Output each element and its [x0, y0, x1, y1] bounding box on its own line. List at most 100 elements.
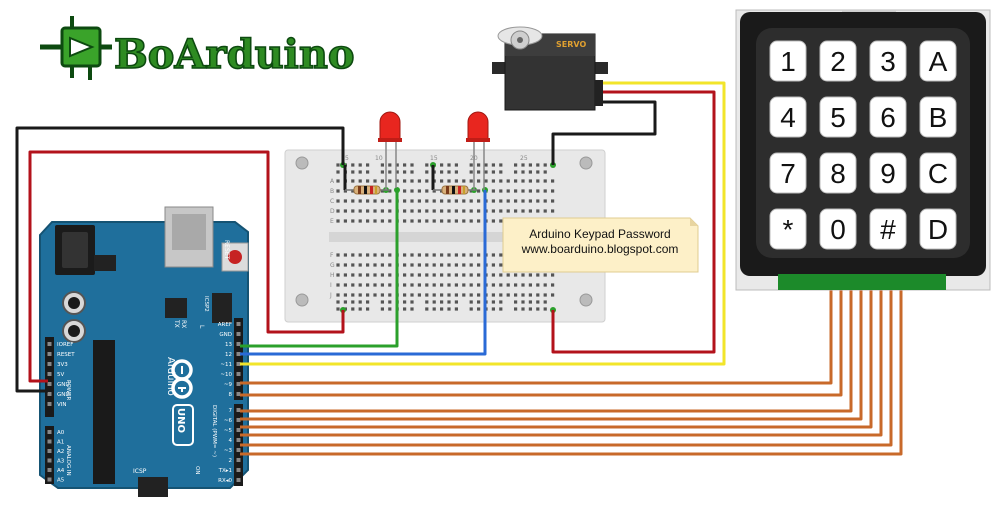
keypad-key[interactable]: D [919, 208, 957, 250]
reset-button-cap[interactable] [228, 250, 242, 264]
mount-hole [295, 293, 309, 307]
digital-pin-label: ~11 [220, 362, 232, 368]
keypad-key[interactable]: A [919, 40, 957, 82]
keypad-key-label: 8 [830, 158, 846, 189]
wire-keypad-orange [240, 284, 903, 456]
note-title: Arduino Keypad Password [529, 227, 670, 241]
digital-pin-label: 8 [229, 392, 233, 398]
analog-pin-label: A1 [57, 440, 64, 446]
digital-pin-label: 7 [229, 408, 233, 414]
bb-col-label: 5 [345, 155, 349, 162]
wire-keypad-orange [240, 284, 873, 429]
mount-hole [295, 156, 309, 170]
bb-col-label: 25 [520, 155, 528, 162]
rx-label: RX [180, 320, 187, 328]
power-pin-label: GND [57, 392, 70, 398]
power-pin-label: IOREF [57, 342, 73, 348]
keypad-key[interactable]: 6 [869, 96, 907, 138]
power-pin-label: VIN [57, 402, 67, 408]
power-pin-label: GND [57, 382, 70, 388]
bb-row-label: G [330, 262, 335, 269]
keypad-key[interactable]: 8 [819, 152, 857, 194]
keypad-key-label: # [880, 214, 896, 245]
keypad-key[interactable]: 0 [819, 208, 857, 250]
keypad-key-label: 6 [880, 102, 896, 133]
keypad-key[interactable]: 1 [769, 40, 807, 82]
keypad-key[interactable]: # [869, 208, 907, 250]
usb-chip [165, 298, 187, 318]
resistor-2 [433, 185, 477, 195]
keypad-key[interactable]: 9 [869, 152, 907, 194]
analog-pin-label: A5 [57, 478, 65, 484]
icsp2-label: ICSP2 [203, 296, 209, 312]
keypad-key[interactable]: 5 [819, 96, 857, 138]
keypad-key[interactable]: 3 [869, 40, 907, 82]
wire-servo-black [551, 100, 657, 165]
digital-pin-label: 2 [229, 458, 233, 464]
servo-label: SERVO [556, 40, 586, 49]
keypad-key-label: 7 [780, 158, 796, 189]
keypad-key-label: 2 [830, 46, 846, 77]
mount-hole [579, 156, 593, 170]
digital-pin-label: TX▸1 [218, 468, 232, 474]
wire-pin11-yellow [240, 81, 726, 366]
keypad-key[interactable]: 7 [769, 152, 807, 194]
arduino-uno-board: RESET ICSP2 Arduino UNO TX RX L ON ICSP … [39, 206, 249, 497]
bb-row-label: J [329, 292, 332, 299]
keypad-key-label: * [783, 214, 794, 245]
mount-hole [579, 293, 593, 307]
keypad-key-label: 4 [780, 102, 796, 133]
keypad-key[interactable]: C [919, 152, 957, 194]
icsp2-header [212, 293, 232, 323]
bb-row-label: B [330, 188, 334, 195]
wire-gnd-black [15, 126, 345, 393]
power-pin-label: 3V3 [57, 362, 68, 368]
bb-row-label: D [330, 208, 335, 215]
digital-pin-label: ~6 [224, 418, 233, 424]
wire-servo-red [551, 90, 716, 354]
digital-header-bottom [234, 404, 243, 486]
bb-row-label: E [330, 218, 334, 225]
keypad-key-label: 0 [830, 214, 846, 245]
keypad-key-label: 1 [780, 46, 796, 77]
keypad-wires [240, 284, 903, 456]
power-label: POWER [65, 380, 71, 401]
keypad-key[interactable]: B [919, 96, 957, 138]
wire-keypad-orange [240, 284, 883, 437]
keypad-key-label: C [928, 158, 948, 189]
keypad-key-label: 3 [880, 46, 896, 77]
atmega-chip [93, 340, 115, 484]
logo-text: BoArduino [114, 31, 355, 78]
wire-keypad-orange [240, 284, 853, 413]
analog-pin-label: A0 [57, 430, 65, 436]
digital-label: DIGITAL (PWM= ~) [211, 405, 217, 457]
led-red-2 [466, 111, 490, 190]
power-header [45, 337, 54, 417]
keypad-key[interactable]: 4 [769, 96, 807, 138]
digital-pin-label: ~5 [224, 428, 233, 434]
keypad-key[interactable]: 2 [819, 40, 857, 82]
icsp-header [138, 477, 168, 497]
bb-col-label: 10 [375, 155, 383, 162]
arduino-brand: Arduino [165, 357, 176, 396]
servo-motor: SERVO [492, 26, 608, 111]
digital-pin-label: RX◂0 [218, 478, 232, 484]
keypad-key[interactable]: * [769, 208, 807, 250]
bb-row-label: H [330, 272, 335, 279]
keypad-key-label: D [928, 214, 948, 245]
digital-pin-label: ~3 [224, 448, 233, 454]
bb-row-label: F [330, 252, 334, 259]
digital-pin-label: AREF [218, 322, 232, 328]
wire-5v-red [28, 150, 345, 383]
note-url: www.boarduino.blogspot.com [521, 242, 679, 256]
l-label: L [198, 325, 205, 329]
power-pin-label: RESET [57, 352, 75, 358]
digital-pin-label: 13 [225, 342, 232, 348]
keypad-key-label: A [929, 46, 948, 77]
wire-pin13-green [240, 188, 399, 348]
